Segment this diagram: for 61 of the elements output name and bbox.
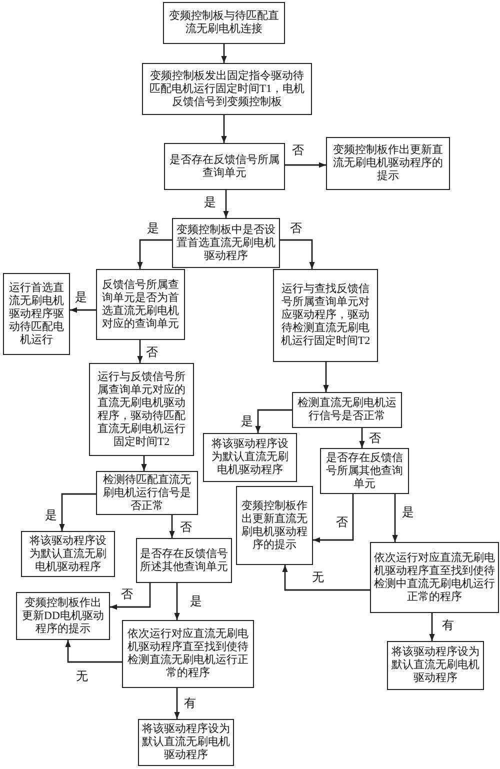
- arrow: [392, 494, 398, 542]
- arrow: [221, 115, 227, 143]
- arrow: [313, 494, 354, 543]
- edge-label: 是: [189, 594, 203, 608]
- edge-label: 否: [289, 221, 303, 235]
- process-box: 依次运行对应直流无刷电机驱动程序直至找到使待检测直流无刷电机运行正常的程序: [122, 620, 254, 688]
- arrow: [255, 409, 292, 433]
- process-box: 变频控制板中是否设置首选直流无刷电机驱动程序: [172, 218, 280, 268]
- edge-label: 是: [240, 414, 254, 428]
- edge-label: 是: [401, 505, 415, 519]
- arrow: [59, 493, 96, 531]
- process-box: 变频控制板发出固定指令驱动待匹配电机运行固定时间T1，电机反馈信号到变频控制板: [142, 63, 312, 115]
- edge-label: 有: [183, 696, 197, 710]
- arrow: [285, 162, 326, 168]
- arrow: [280, 239, 315, 269]
- arrow: [223, 190, 229, 218]
- edge-label: 否: [368, 431, 382, 445]
- edge-label: 无: [311, 570, 325, 584]
- arrow: [137, 239, 172, 269]
- edge-label: 否: [335, 515, 349, 529]
- arrow: [65, 640, 122, 663]
- arrow: [359, 428, 365, 448]
- process-box: 是否存在反馈信号所属查询单元: [164, 143, 285, 190]
- process-box: 变频控制板作出更新直流无刷电机驱动程序的提示: [236, 486, 313, 565]
- process-box: 变频控制板作出更新直流无刷电机驱动程序的提示: [326, 137, 450, 190]
- process-box: 变频控制板与待匹配直流无刷电机连接: [163, 2, 285, 44]
- process-box: 运行与查找反馈信号所属查询单元对应驱动程序，驱动待检测直流无刷电机运行固定时间T2: [273, 269, 378, 362]
- process-box: 运行与反馈信号所属查询单元对应的直流无刷电机驱动程序，驱动待匹配直流无刷电机运行固定时间T2: [89, 363, 194, 456]
- process-box: 是否存在反馈信号所属其他查询单元: [320, 448, 409, 494]
- process-box: 将该驱动程序设为默认直流无刷电机驱动程序: [203, 433, 297, 482]
- arrow: [429, 613, 435, 641]
- edge-label: 否: [145, 345, 159, 359]
- arrow: [110, 583, 151, 610]
- arrow: [169, 515, 175, 538]
- edge-label: 否: [120, 587, 134, 601]
- process-box: 依次运行对应直流无刷电机驱动程序直至找到使待检测中直流无刷电机运行正常的程序: [370, 542, 499, 613]
- edge-label: 否: [291, 143, 305, 157]
- process-box: 检测待匹配直流无刷电机运行信号是否正常: [96, 471, 198, 515]
- process-box: 反馈信号所属查询单元是否为首选直流无刷电机对应的查询单元: [96, 269, 185, 340]
- arrow: [221, 44, 227, 63]
- edge-label: 是: [146, 221, 160, 235]
- edge-label: 否: [179, 520, 193, 534]
- edge-label: 无: [75, 669, 89, 683]
- arrow: [174, 583, 180, 620]
- arrow: [70, 307, 96, 313]
- process-box: 运行首选直流无刷电机驱动程序驱动待匹配电机运行: [3, 273, 70, 355]
- process-box: 检测直流无刷电机运行信号是否正常: [292, 392, 402, 428]
- process-box: 变频控制板作出更新DD电机驱动程序的提示: [16, 592, 110, 640]
- edge-label: 是: [44, 508, 58, 522]
- process-box: 将该驱动程序设为默认直流无刷电机驱动程序: [138, 719, 234, 766]
- process-box: 将该驱动程序设为默认直流无刷电机驱动程序: [387, 641, 484, 690]
- edge-label: 是: [203, 195, 217, 209]
- arrow: [282, 565, 370, 591]
- process-box: 将该驱动程序设为默认直流无刷电机驱动程序: [21, 531, 115, 577]
- arrow: [323, 362, 329, 392]
- process-box: 是否存在反馈信号所述其他查询单元: [136, 538, 232, 583]
- arrow: [141, 456, 147, 471]
- arrow: [174, 688, 180, 719]
- edge-label: 是: [74, 290, 88, 304]
- edge-label: 有: [441, 618, 455, 632]
- arrow: [137, 340, 143, 363]
